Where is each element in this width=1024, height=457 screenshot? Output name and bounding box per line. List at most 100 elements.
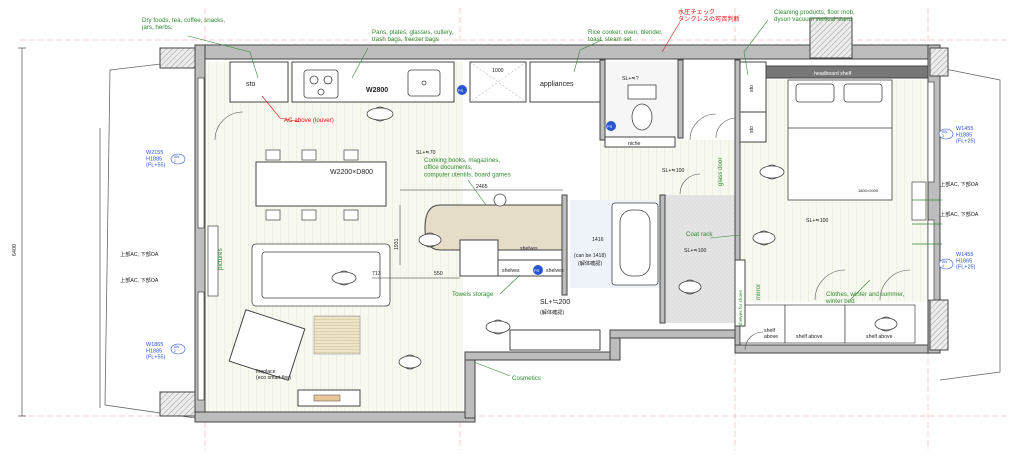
ps2-badge: PS: [607, 124, 613, 129]
sl200-label: SL+≒200: [540, 299, 570, 306]
column-right-top: [929, 47, 949, 77]
dim-1000-label: 1000: [492, 68, 504, 74]
annotation-appliances: Rice cooker, oven, blender,toast, steam …: [588, 29, 663, 43]
island-counter: [424, 204, 563, 251]
annotation-ac-above: AC above (louver): [284, 117, 334, 124]
mirror-label: mirror: [755, 284, 762, 300]
people: [331, 106, 898, 370]
pictures-label: pictures: [217, 248, 224, 270]
ac-right1-label: 上部AC, 下部OA: [940, 180, 979, 188]
sink-icon: [407, 69, 441, 97]
sto-r2-label: sto: [749, 126, 755, 133]
niche-shelf: [604, 136, 676, 148]
headboard-shelf: [765, 65, 929, 79]
dim-713-label: 713: [372, 271, 381, 277]
entry-floor: [600, 140, 735, 200]
column-right-bottom: [929, 299, 949, 351]
dimension-lines: [372, 189, 563, 279]
annotation-cleaning: Cleaning products, floor mob,dyson vacuu…: [774, 9, 855, 23]
dim-1931-label: 1931: [394, 238, 400, 250]
column-left-top: [159, 47, 196, 69]
shelves2-label: shelves: [502, 268, 520, 274]
coffee-table: [228, 309, 306, 381]
balcony-left: [99, 59, 196, 419]
dim-6400: 6400: [12, 244, 18, 256]
sofa: [251, 243, 391, 307]
annotation-water-pressure: 水圧チェックタンクレスの可否判断: [678, 8, 740, 23]
kitchen-counter: [291, 61, 455, 103]
shelves-block-2: [497, 259, 563, 277]
ps1-badge: PS: [458, 88, 464, 93]
shoe-shelves-label: shelves for shoes: [738, 290, 743, 326]
dim-550-label: 550: [434, 271, 443, 277]
shelves1-label: shelves: [520, 246, 538, 252]
shelves-block: [459, 239, 499, 277]
column-top: [809, 17, 853, 59]
dim-1416-label: 1416: [592, 237, 604, 243]
fireplace-label: fireplace(eco smart fire): [256, 369, 291, 381]
column-left-bottom: [159, 391, 196, 417]
shoe-shelves: [734, 259, 746, 327]
sto-left-label: sto: [246, 81, 255, 88]
red-leader: [261, 21, 681, 123]
annotation-pantry: Dry foods, tea, coffee, snacks,jars, her…: [141, 17, 225, 31]
sl-toilet-label: SL+≒?: [622, 76, 639, 82]
genkan-floor: [665, 195, 735, 323]
sto-r1-label: sto: [749, 85, 755, 92]
aw-tags: [170, 128, 954, 355]
glass-door-label: glass door: [717, 157, 724, 186]
ac-left2-label: 上部AC, 下部OA: [120, 276, 159, 284]
sto-right-top: [739, 61, 767, 113]
dim-2465-label: 2465: [476, 184, 488, 190]
bed: [787, 79, 893, 201]
bed-dim-label: 1800×2000: [858, 188, 879, 193]
sl100-bed-label: SL+≒100: [806, 218, 828, 224]
ac-right2-label: 上部AC, 下部OA: [940, 210, 979, 218]
annotation-cosmetics: Cosmetics: [512, 375, 541, 382]
ac-arrows: [912, 199, 942, 245]
balcony-right: [939, 67, 1001, 381]
can-be-label: (can be 1418): [574, 253, 606, 259]
sto-left-cabinet: [229, 61, 289, 103]
ps3-badge: PS: [534, 268, 540, 273]
door-swings: [214, 111, 911, 351]
annotation-coat-rack: Coat rack: [686, 231, 713, 238]
ps-badges: [457, 85, 616, 275]
shelves3-label: shelves: [546, 268, 564, 274]
dining-table: [255, 161, 387, 207]
sl70-label: SL+≒70: [416, 150, 436, 156]
sl100-entry-label: SL+≒100: [684, 248, 706, 254]
shelf-above2-label: shelf above: [796, 334, 823, 340]
headboard-label: headboard shelf: [814, 71, 852, 77]
kaitai2-label: (解体確認): [540, 308, 564, 316]
appliances-label: appliances: [540, 81, 574, 88]
stove-icon: [303, 69, 339, 99]
appliances-cabinet: [529, 61, 601, 103]
ac-left1-label: 上部AC, 下部OA: [120, 250, 159, 258]
leader-lines: [187, 19, 871, 377]
rug: [313, 315, 361, 355]
windows: [197, 77, 935, 401]
shelf-above3-label: shelf above: [866, 334, 893, 340]
toilet-icon: [627, 84, 657, 131]
sl100-hall-label: SL+≒100: [662, 168, 684, 174]
table-label: W2200×D800: [330, 169, 373, 176]
annotation-towels: Towels storage: [452, 291, 494, 298]
bathtub: [611, 202, 659, 286]
dining-chairs: [265, 149, 359, 221]
washstand: [509, 329, 601, 351]
closet: [739, 304, 916, 344]
sto-right-bottom: [739, 111, 767, 143]
annotation-clothes: Clothes, winter and summer,winter bed: [825, 291, 905, 305]
annotation-kitchen-shelf: Pans, plates, glasses, cutlery,trash bag…: [372, 29, 454, 43]
